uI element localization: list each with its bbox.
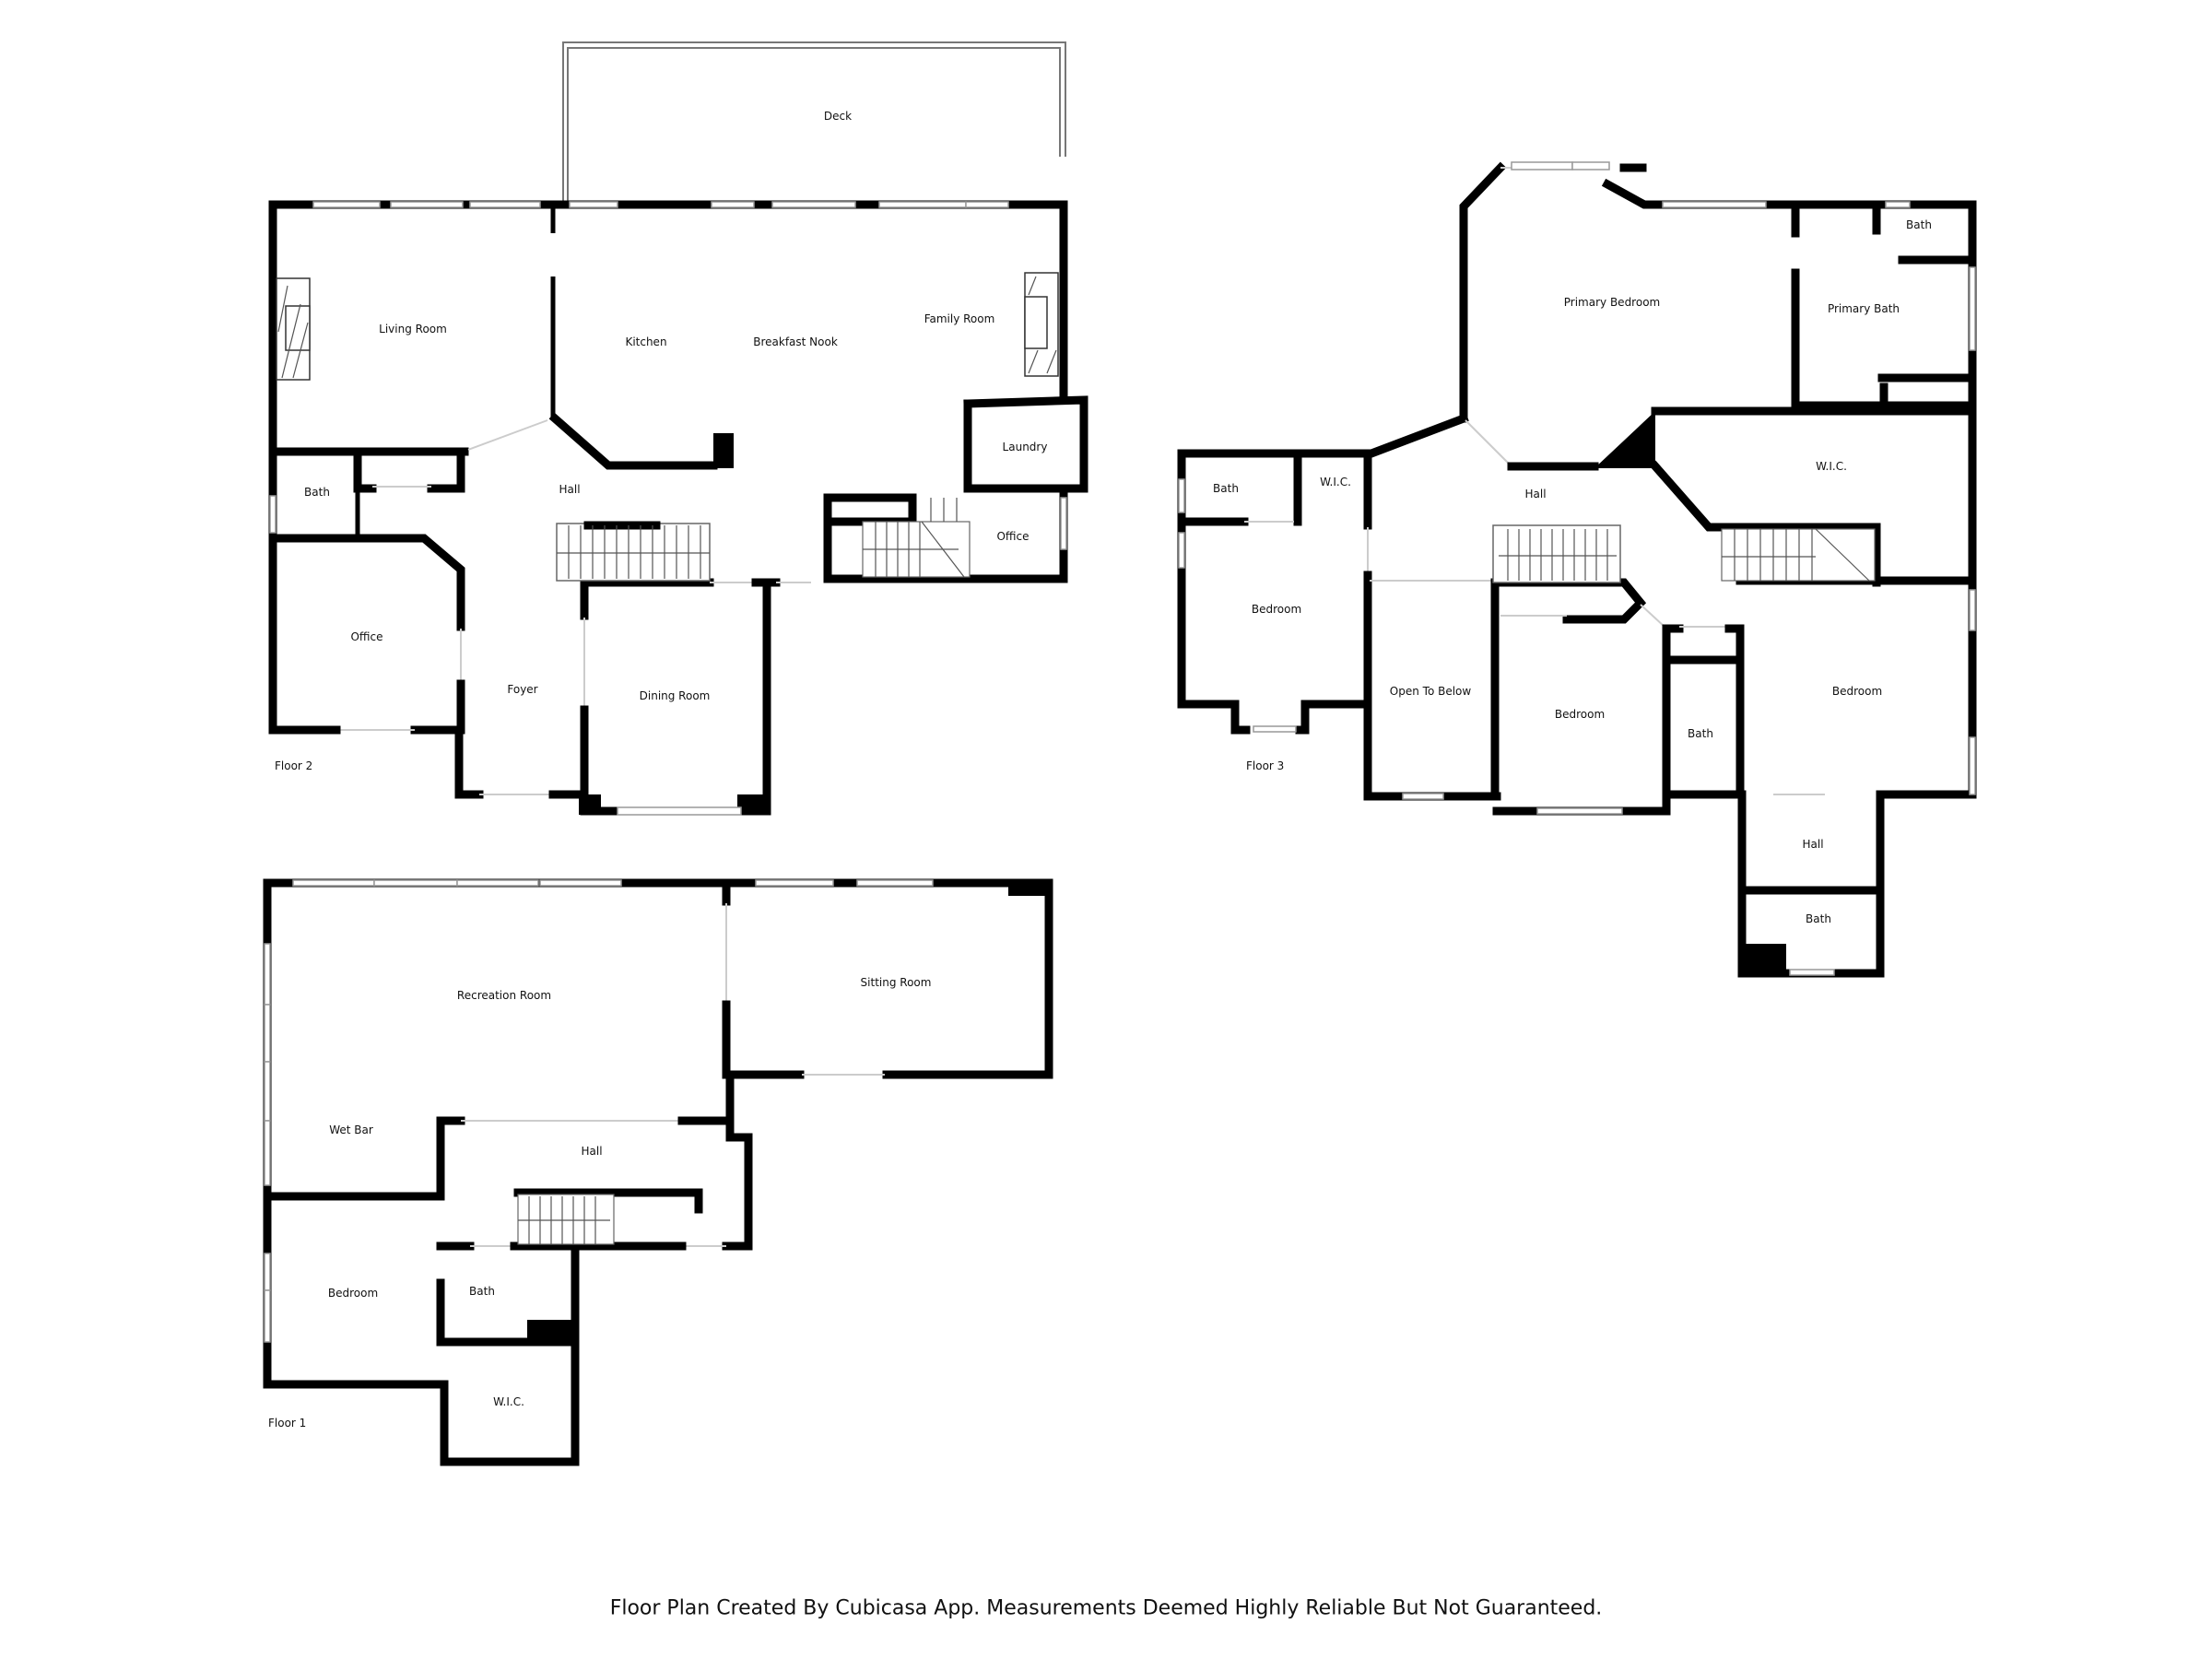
- room-label: Recreation Room: [456, 989, 552, 1002]
- room-label: Wet Bar: [329, 1124, 373, 1136]
- room-label: Bedroom: [1251, 603, 1302, 616]
- room-label: Bedroom: [1831, 685, 1883, 698]
- room-label: Bath: [1906, 218, 1932, 231]
- room-label: Primary Bath: [1827, 302, 1900, 315]
- floor-2-fireplaces: [276, 272, 1059, 381]
- room-label: Hall: [1524, 488, 1547, 500]
- room-label: Bath: [1688, 727, 1713, 740]
- room-label: W.I.C.: [1320, 476, 1351, 488]
- room-label: Open To Below: [1389, 685, 1472, 698]
- room-label: Primary Bedroom: [1563, 296, 1661, 309]
- floor-label: Floor 1: [268, 1417, 307, 1430]
- floor-3-windows: [1178, 161, 1976, 976]
- floor-label: Floor 2: [275, 759, 313, 772]
- room-label: Office: [350, 630, 383, 643]
- room-label: Hall: [581, 1145, 603, 1158]
- floor-label: Floor 3: [1246, 759, 1285, 772]
- room-label: Foyer: [507, 683, 538, 696]
- room-label: Hall: [559, 483, 581, 496]
- footer-disclaimer: Floor Plan Created By Cubicasa App. Meas…: [609, 1596, 1603, 1620]
- room-label: Sitting Room: [860, 976, 932, 989]
- room-label: Bedroom: [1554, 708, 1606, 721]
- room-label: Family Room: [924, 312, 995, 325]
- room-label: Bedroom: [327, 1287, 379, 1300]
- floor-3-stairs: [1492, 524, 1876, 583]
- room-label: Bath: [1806, 912, 1831, 925]
- room-label: Kitchen: [625, 335, 667, 348]
- floor-1-stairs: [517, 1194, 615, 1245]
- room-label: W.I.C.: [1816, 460, 1847, 473]
- room-label: Dining Room: [639, 689, 711, 702]
- floor-1-walls: [263, 878, 1053, 1466]
- room-label: Office: [996, 530, 1030, 543]
- room-label: Deck: [823, 110, 853, 123]
- room-label: Living Room: [379, 323, 447, 335]
- room-label: Bath: [304, 486, 330, 499]
- room-label: Hall: [1802, 838, 1824, 851]
- floor-2-stairs: [556, 498, 971, 582]
- floor-1-windows: [264, 879, 934, 1343]
- room-label: Bath: [469, 1285, 495, 1298]
- room-label: Laundry: [1002, 441, 1048, 453]
- room-label: Bath: [1213, 482, 1239, 495]
- room-label: W.I.C.: [493, 1395, 524, 1408]
- room-label: Breakfast Nook: [753, 335, 838, 348]
- floor-2-windows: [269, 201, 1067, 816]
